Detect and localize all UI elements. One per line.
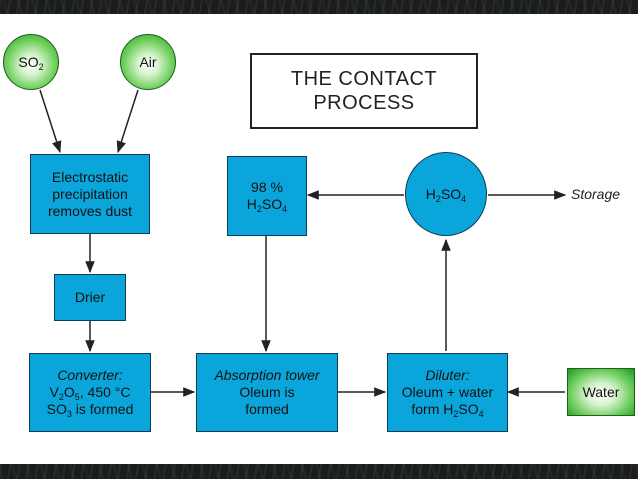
so2-circle: SO2 xyxy=(3,34,59,90)
title-box: THE CONTACT PROCESS xyxy=(250,53,478,129)
electrostatic-box: Electrostatic precipitation removes dust xyxy=(30,154,150,234)
drier-box: Drier xyxy=(54,274,126,321)
acid98-line-2: H2SO4 xyxy=(246,196,288,214)
water-label: Water xyxy=(582,383,620,400)
absorption-line-3: formed xyxy=(245,401,289,417)
diluter-box: Diluter: Oleum + water form H2SO4 xyxy=(387,353,508,432)
absorption-heading: Absorption tower xyxy=(214,367,320,383)
arrow-so2-to-electrostatic xyxy=(39,89,62,154)
converter-heading: Converter: xyxy=(57,367,123,383)
h2so4-label: H2SO4 xyxy=(425,185,467,204)
diluter-line-3: form H2SO4 xyxy=(411,401,484,419)
storage-label: Storage xyxy=(571,186,621,202)
diluter-heading: Diluter: xyxy=(425,367,470,383)
absorption-box: Absorption tower Oleum is formed xyxy=(196,353,338,432)
water-box: Water xyxy=(567,368,635,416)
drier-label: Drier xyxy=(74,289,106,305)
arrow-air-to-electrostatic xyxy=(116,89,139,154)
so2-label: SO2 xyxy=(18,53,44,72)
converter-catalyst: V2O5, 450 °C xyxy=(49,384,131,402)
title-line-2: PROCESS xyxy=(313,92,415,114)
air-label: Air xyxy=(139,53,157,70)
title-line-1: THE CONTACT xyxy=(290,68,438,90)
diluter-line-2: Oleum + water xyxy=(401,384,494,400)
acid98-box: 98 % H2SO4 xyxy=(227,156,307,236)
electrostatic-line-1: Electrostatic xyxy=(51,168,129,185)
electrostatic-line-2: precipitation xyxy=(52,185,128,202)
converter-so3: SO3 is formed xyxy=(46,401,134,419)
absorption-line-2: Oleum is xyxy=(239,384,295,400)
electrostatic-line-3: removes dust xyxy=(47,202,133,219)
h2so4-circle: H2SO4 xyxy=(405,152,487,236)
acid98-line-1: 98 % xyxy=(251,179,283,195)
converter-box: Converter: V2O5, 450 °C SO3 is formed xyxy=(29,353,151,432)
air-circle: Air xyxy=(120,34,176,90)
